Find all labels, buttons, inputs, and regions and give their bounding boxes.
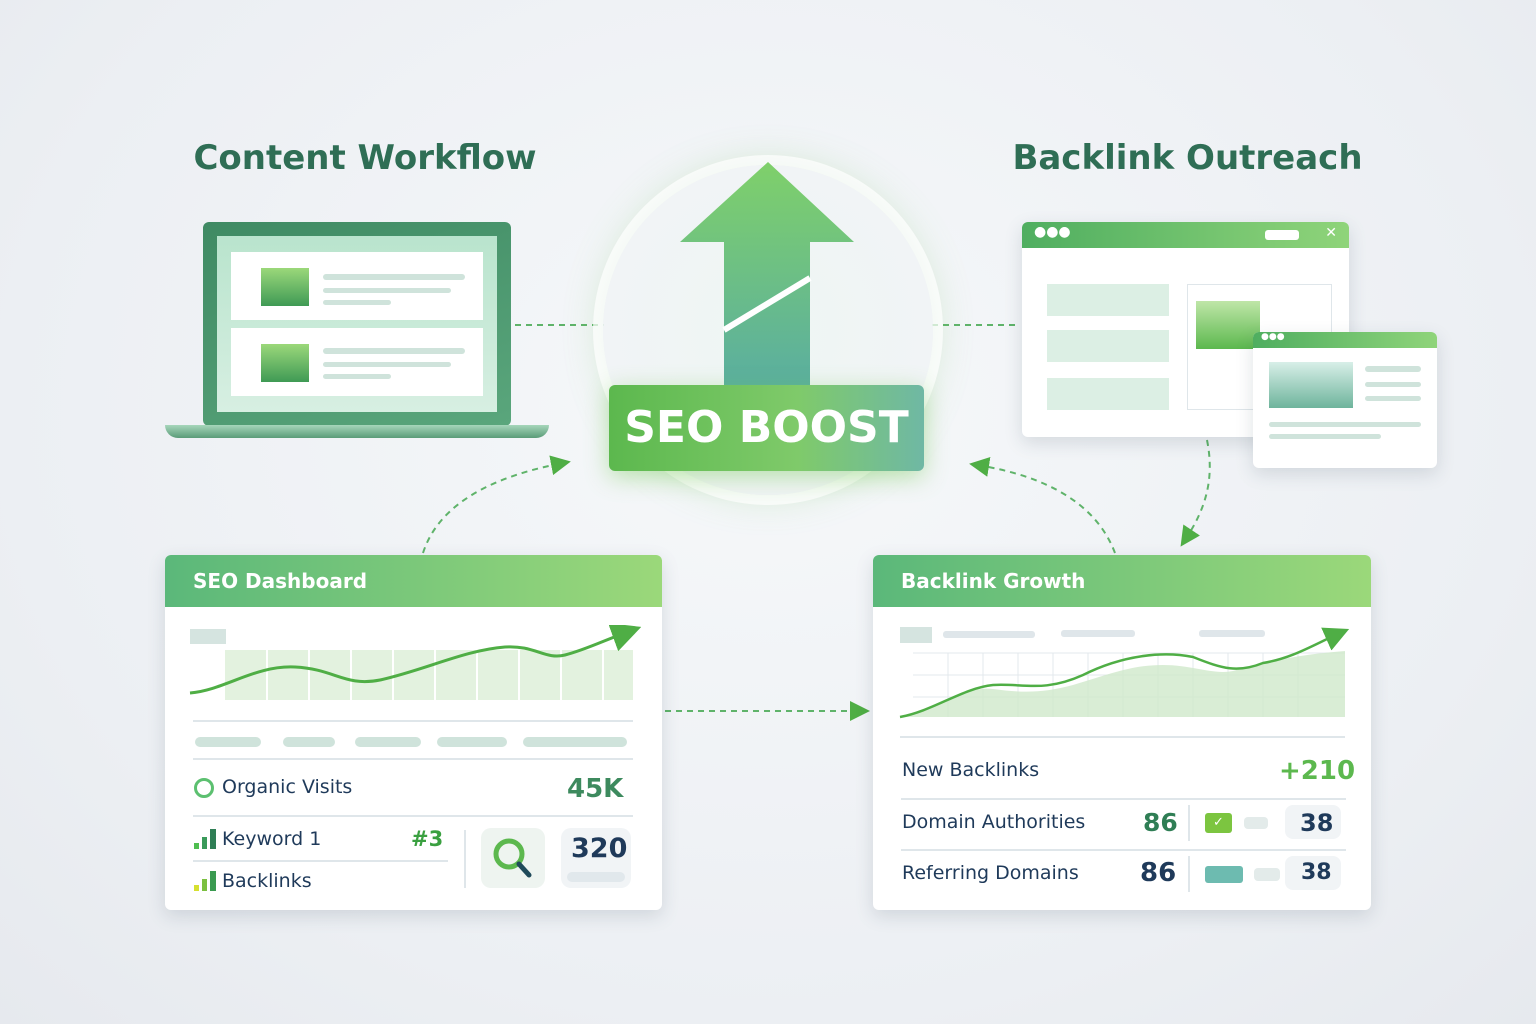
organic-visits-label: Organic Visits [222, 776, 353, 798]
new-backlinks-value: +210 [1279, 756, 1356, 786]
laptop-illustration [203, 222, 511, 426]
backlink-growth-title: Backlink Growth [873, 555, 1371, 607]
signal-bars-icon [194, 871, 216, 891]
image-icon [1196, 301, 1260, 349]
up-arrow-icon [680, 162, 854, 388]
image-icon [261, 344, 309, 382]
check-icon: ✓ [1205, 813, 1232, 833]
referring-domains-label: Referring Domains [902, 862, 1079, 884]
search-count: 320 [571, 833, 628, 864]
domain-authorities-value: 86 [1143, 808, 1178, 837]
seo-dashboard-title: SEO Dashboard [165, 555, 662, 607]
backlink-outreach-title: Backlink Outreach [1012, 138, 1363, 178]
image-icon [1269, 362, 1353, 408]
domain-authorities-side-value: 38 [1300, 809, 1334, 837]
backlinks-label: Backlinks [222, 870, 312, 892]
laptop-base [165, 425, 549, 438]
close-icon[interactable]: ✕ [1325, 225, 1337, 241]
content-workflow-title: Content Workflow [193, 138, 537, 178]
circle-icon [194, 778, 214, 798]
seo-boost-badge: SEO BOOST [609, 385, 924, 471]
domain-authorities-label: Domain Authorities [902, 811, 1086, 833]
backlink-growth-card: Backlink Growth New Backlinks +210 Domai… [873, 555, 1371, 910]
referring-domains-bar [1205, 866, 1243, 883]
keyword-label: Keyword 1 [222, 828, 322, 850]
browser-window-small: ●●● [1253, 332, 1437, 468]
new-backlinks-label: New Backlinks [902, 759, 1040, 781]
organic-visits-value: 45K [567, 774, 624, 804]
window-dots-icon: ●●● [1034, 224, 1071, 240]
referring-domains-side-value: 38 [1301, 860, 1332, 885]
organic-trend-chart [189, 625, 642, 700]
keyword-rank: #3 [411, 827, 444, 851]
browser-window: ●●● ✕ [1022, 222, 1349, 437]
referring-domains-value: 86 [1140, 858, 1177, 888]
backlink-trend-chart [899, 627, 1350, 738]
image-icon [261, 268, 309, 306]
search-button[interactable] [481, 828, 545, 888]
search-icon [493, 838, 532, 878]
signal-bars-icon [194, 829, 216, 849]
seo-dashboard-card: SEO Dashboard Organic Visits 45K Keyword… [165, 555, 662, 910]
